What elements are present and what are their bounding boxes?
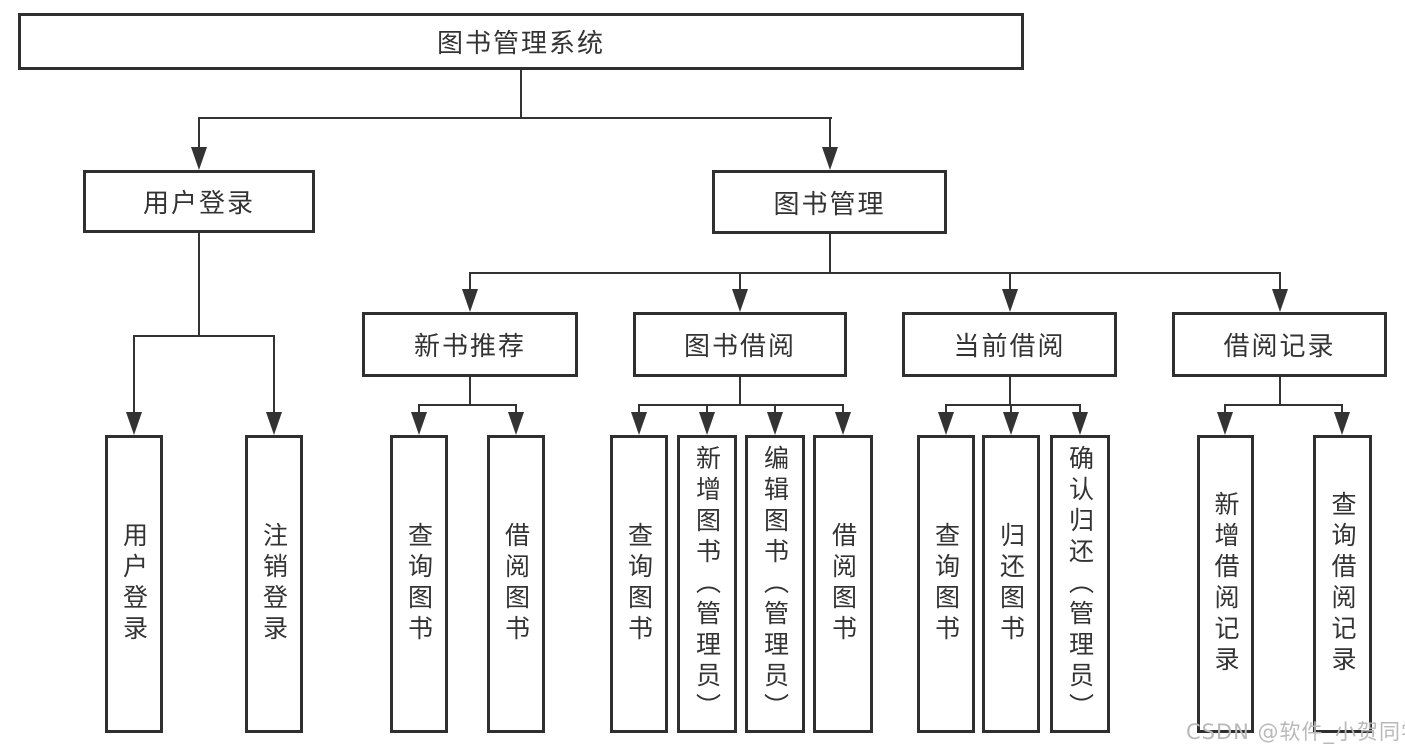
connector-line [842,404,844,415]
connector-line [739,377,741,406]
connector-line [1279,377,1281,406]
leaf-label: 新增借阅记录 [1211,491,1240,677]
connector-line [1279,272,1281,292]
connector-line [133,335,135,415]
arrowhead-down-icon [767,412,783,435]
node-label: 当前借阅 [953,332,1066,362]
leaf-label: 查询图书 [404,522,434,646]
arrowhead-down-icon [1002,289,1018,312]
arrowhead-down-icon [822,147,838,170]
leaf-borrow-books-2: 借阅图书 [813,435,873,733]
node-label: 图书借阅 [683,332,796,362]
leaf-query-borrow-record: 查询借阅记录 [1313,435,1372,733]
leaf-label: 借阅图书 [828,522,858,646]
connector-line [469,272,1281,274]
connector-line [198,233,200,337]
connector-line [1010,404,1012,415]
connector-line [1224,404,1343,406]
arrowhead-down-icon [266,412,282,435]
connector-line [469,377,471,406]
connector-line [945,404,947,415]
node-label: 图书管理系统 [436,29,605,59]
node-book-management: 图书管理 [712,170,947,234]
node-new-book-recommend: 新书推荐 [362,312,578,377]
leaf-label: 查询图书 [931,522,961,646]
leaf-add-borrow-record: 新增借阅记录 [1197,435,1254,733]
node-label: 新书推荐 [413,332,526,362]
leaf-label: 编辑图书（管理员） [760,444,790,724]
leaf-add-books-admin: 新增图书（管理员） [677,435,737,733]
connector-line [469,272,471,292]
arrowhead-down-icon [462,289,478,312]
arrowhead-down-icon [411,412,427,435]
leaf-label: 归还图书 [996,522,1026,646]
arrowhead-down-icon [699,412,715,435]
arrowhead-down-icon [1217,412,1233,435]
connector-line [829,117,831,150]
node-user-login: 用户登录 [83,170,315,233]
arrowhead-down-icon [835,412,851,435]
leaf-query-books-2: 查询图书 [610,435,668,733]
connector-line [1341,404,1343,415]
leaf-return-books: 归还图书 [982,435,1040,733]
arrowhead-down-icon [938,412,954,435]
arrowhead-down-icon [1334,412,1350,435]
connector-line [1224,404,1226,415]
connector-line [829,234,831,274]
leaf-label: 注销登录 [259,522,289,646]
connector-line [520,70,522,119]
connector-line [945,404,1081,406]
connector-line [418,404,517,406]
arrowhead-down-icon [732,289,748,312]
arrowhead-down-icon [1003,412,1019,435]
leaf-borrow-books-1: 借阅图书 [487,435,545,733]
connector-line [515,404,517,415]
node-label: 借阅记录 [1223,332,1336,362]
connector-line [774,404,776,415]
arrowhead-down-icon [631,412,647,435]
node-label: 用户登录 [142,189,255,219]
node-book-borrow: 图书借阅 [633,312,847,377]
node-current-borrow: 当前借阅 [902,312,1117,377]
connector-line [273,335,275,415]
leaf-label: 新增图书（管理员） [692,444,722,724]
connector-line [739,272,741,292]
leaf-user-login: 用户登录 [105,435,163,733]
connector-line [418,404,420,415]
leaf-label: 借阅图书 [501,522,531,646]
leaf-label: 用户登录 [119,522,149,646]
node-library-management-system: 图书管理系统 [18,13,1024,70]
leaf-label: 查询图书 [624,522,654,646]
connector-line [1009,377,1011,406]
leaf-query-books-3: 查询图书 [917,435,975,733]
node-label: 图书管理 [773,189,886,220]
connector-line [638,404,640,415]
node-borrow-records: 借阅记录 [1172,312,1387,377]
connector-line [706,404,708,415]
leaf-label: 确认归还（管理员） [1065,444,1095,724]
arrowhead-down-icon [508,412,524,435]
leaf-logout: 注销登录 [245,435,303,733]
connector-line [1009,272,1011,292]
arrowhead-down-icon [1072,412,1088,435]
connector-line [133,335,275,337]
leaf-confirm-return-admin: 确认归还（管理员） [1050,435,1110,733]
leaf-label: 查询借阅记录 [1328,491,1357,677]
csdn-watermark: CSDN @软件_小贺同学 [1186,720,1405,744]
leaf-query-books-1: 查询图书 [390,435,448,733]
arrowhead-down-icon [1272,289,1288,312]
connector-line [1079,404,1081,415]
connector-line [198,117,832,119]
connector-line [198,117,200,150]
arrowhead-down-icon [191,147,207,170]
arrowhead-down-icon [126,412,142,435]
connector-line [638,404,844,406]
leaf-edit-books-admin: 编辑图书（管理员） [745,435,805,733]
